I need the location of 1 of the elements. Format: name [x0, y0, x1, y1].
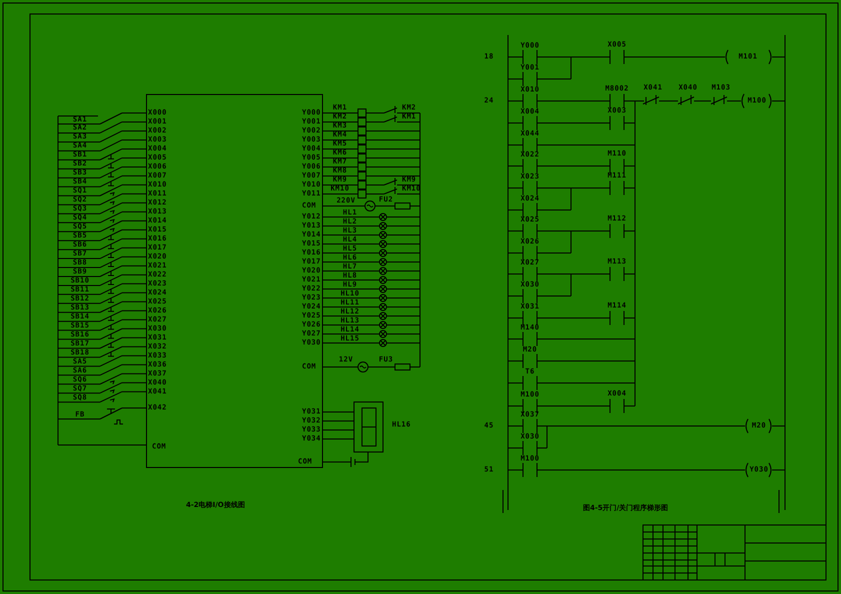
plc-box: [146, 94, 323, 468]
